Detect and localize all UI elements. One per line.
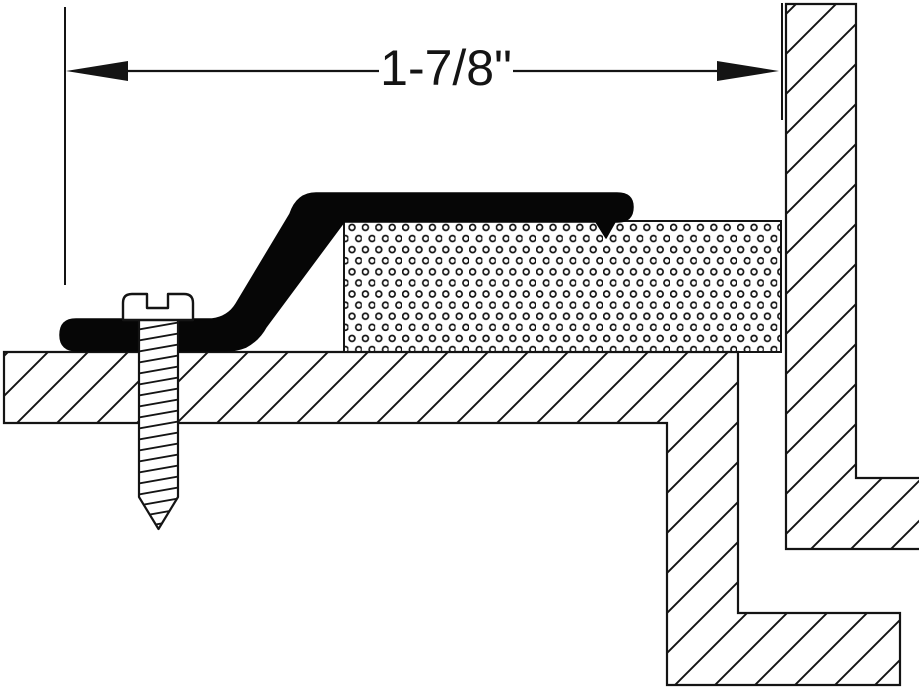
floor-structure [2,350,902,687]
screw-threads [139,321,178,529]
dimension-label: 1-7/8" [380,40,512,96]
foam-block [343,220,782,353]
foam-block-rect [343,220,782,353]
floor-step-outline [2,350,902,687]
arrowhead-right-icon [717,61,779,81]
z-profile-shape [59,192,634,352]
door-jamb [784,2,919,551]
dimension: 1-7/8" [64,3,783,285]
arrowhead-left-icon [66,61,128,81]
z-profile-retainer [59,192,634,352]
screw-head [121,292,195,322]
screw-shank [137,310,180,531]
screw [121,292,195,531]
door-jamb-outline [784,2,919,551]
